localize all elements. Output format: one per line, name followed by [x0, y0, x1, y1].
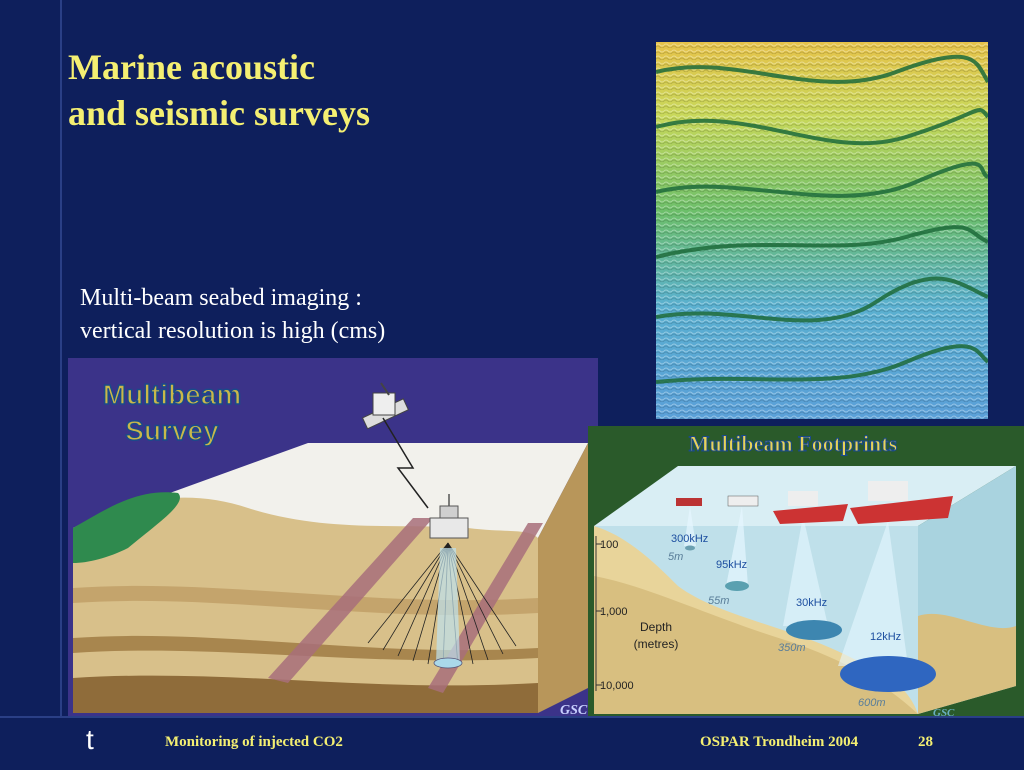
survey-title-line2: Survey	[125, 415, 219, 446]
footprints-credit: GSC	[933, 707, 955, 718]
beam-width-label: 55m	[708, 595, 729, 607]
survey-credit: GSC	[560, 703, 588, 718]
beam-freq-label: 12kHz	[870, 631, 901, 643]
multibeam-footprints-figure: 100 1,000 10,000 Depth (metres) 300kHz 5…	[588, 426, 1024, 718]
depth-tick-100: 100	[600, 539, 618, 551]
slide-divider-line	[60, 0, 62, 716]
footer-right-text: OSPAR Trondheim 2004	[700, 734, 859, 750]
depth-label-line1: Depth	[640, 620, 672, 634]
beam-freq-label: 95kHz	[716, 559, 747, 571]
slide-footer	[0, 716, 1024, 770]
multibeam-survey-figure: Multibeam Survey GSC	[68, 358, 598, 718]
depth-tick-10000: 10,000	[600, 680, 634, 692]
slide-caption: Multi-beam seabed imaging : vertical res…	[80, 282, 385, 348]
beam-width-label: 5m	[668, 551, 683, 563]
depth-label-line2: (metres)	[634, 637, 679, 651]
slide-title-line1: Marine acoustic	[68, 47, 315, 87]
depth-tick-1000: 1,000	[600, 606, 628, 618]
seabed-bathymetry-image	[656, 42, 988, 419]
slide-title: Marine acoustic and seismic surveys	[68, 44, 370, 136]
footprints-title: Multibeam Footprints	[689, 431, 898, 456]
footer-left-text: Monitoring of injected CO2	[165, 734, 343, 750]
beam-width-label: 350m	[778, 642, 806, 654]
beam-freq-label: 30kHz	[796, 597, 827, 609]
page-number: 28	[918, 734, 933, 750]
beam-width-label: 600m	[858, 697, 886, 709]
beam-freq-label: 300kHz	[671, 533, 708, 545]
caption-line2: vertical resolution is high (cms)	[80, 318, 386, 344]
survey-title-line1: Multibeam	[103, 379, 241, 410]
caption-line1: Multi-beam seabed imaging :	[80, 285, 362, 311]
slide-title-line2: and seismic surveys	[68, 93, 371, 133]
footer-logo: t	[86, 724, 94, 755]
